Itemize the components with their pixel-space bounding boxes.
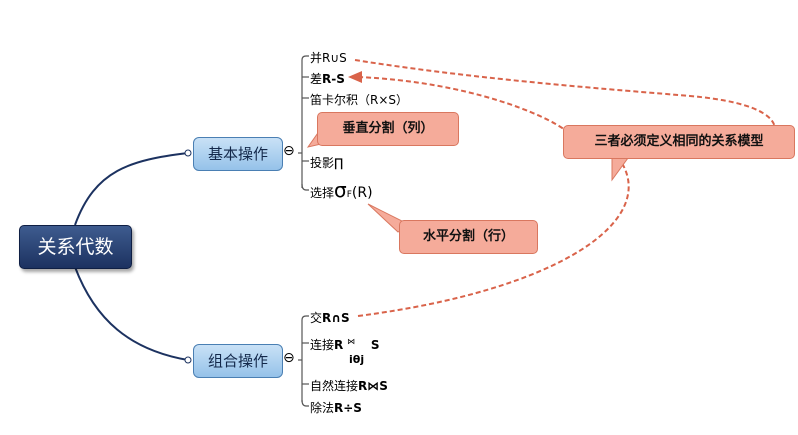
item-division[interactable]: 除法R÷S bbox=[310, 401, 362, 415]
item-theta-join[interactable]: 连接R ⋈ S bbox=[310, 337, 380, 352]
same-model-dashed-lines bbox=[354, 59, 776, 317]
item-projection[interactable]: 投影∏ bbox=[310, 156, 344, 170]
theta-join-condition: iθj bbox=[349, 353, 365, 366]
combo-item-connectors bbox=[298, 315, 309, 407]
basic-item-connectors bbox=[298, 55, 309, 191]
callout-pointer-model bbox=[611, 157, 629, 182]
item-selection[interactable]: 选择σF(R) bbox=[310, 178, 373, 202]
callout-same-model[interactable]: 三者必须定义相同的关系模型 bbox=[563, 125, 795, 159]
arrowhead-diff bbox=[348, 71, 362, 83]
connector-root-basic bbox=[74, 152, 189, 226]
connector-root-combo bbox=[74, 266, 189, 361]
item-cartesian-product[interactable]: 笛卡尔积（R×S） bbox=[310, 93, 409, 107]
node-dot-basic bbox=[184, 149, 192, 157]
root-node[interactable]: 关系代数 bbox=[19, 225, 132, 269]
callout-horizontal-split[interactable]: 水平分割（行） bbox=[399, 220, 538, 254]
item-difference[interactable]: 差R-S bbox=[310, 72, 345, 86]
collapse-icon-combo[interactable]: ⊖ bbox=[283, 350, 295, 366]
collapse-icon-basic[interactable]: ⊖ bbox=[283, 143, 295, 159]
branch-basic-ops[interactable]: 基本操作 bbox=[193, 137, 283, 171]
branch-combo-ops[interactable]: 组合操作 bbox=[193, 344, 283, 378]
node-dot-combo bbox=[184, 356, 192, 364]
item-intersection[interactable]: 交R∩S bbox=[310, 311, 350, 325]
callout-vertical-split[interactable]: 垂直分割（列） bbox=[317, 112, 459, 146]
item-natural-join[interactable]: 自然连接R⋈S bbox=[310, 379, 388, 393]
item-union[interactable]: 并R∪S bbox=[310, 51, 347, 65]
